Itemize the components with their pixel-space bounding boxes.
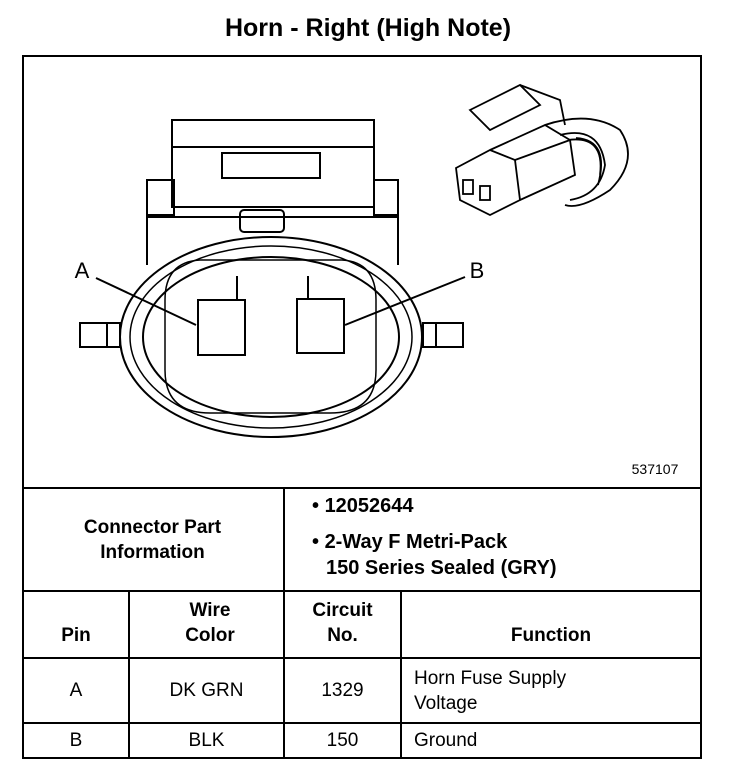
connector-info-item: • 12052644 — [312, 495, 414, 517]
wire-color-cell: DK GRN — [169, 680, 244, 701]
header-pin: Pin — [61, 624, 91, 646]
connector-info-label: Connector Part Information — [83, 516, 222, 563]
function-cell: Ground — [414, 730, 478, 751]
connector-face-view — [79, 119, 466, 438]
diagram-frame — [22, 55, 702, 759]
connector-info-item: • 2-Way F Metri-Pack — [312, 531, 508, 553]
pin-label-a: A — [74, 257, 90, 283]
pin-cell: A — [69, 680, 83, 701]
circuit-cell: 150 — [326, 730, 359, 751]
figure-number: 537107 — [631, 460, 679, 477]
page-title: Horn - Right (High Note) — [224, 14, 512, 42]
wire-color-cell: BLK — [188, 730, 225, 751]
circuit-cell: 1329 — [321, 680, 364, 701]
pin-cell: B — [69, 730, 83, 751]
function-cell: Horn Fuse Supply Voltage — [414, 667, 567, 714]
header-wire-color: Wire Color — [185, 599, 235, 646]
connector-info-list: • 12052644 • 2-Way F Metri-Pack 150 Seri… — [312, 493, 557, 581]
connector-iso-view — [455, 83, 629, 217]
header-circuit: Circuit No. — [312, 599, 373, 646]
header-function: Function — [510, 624, 592, 646]
pin-label-b: B — [469, 257, 485, 283]
connector-info-item: 150 Series Sealed (GRY) — [326, 557, 557, 579]
